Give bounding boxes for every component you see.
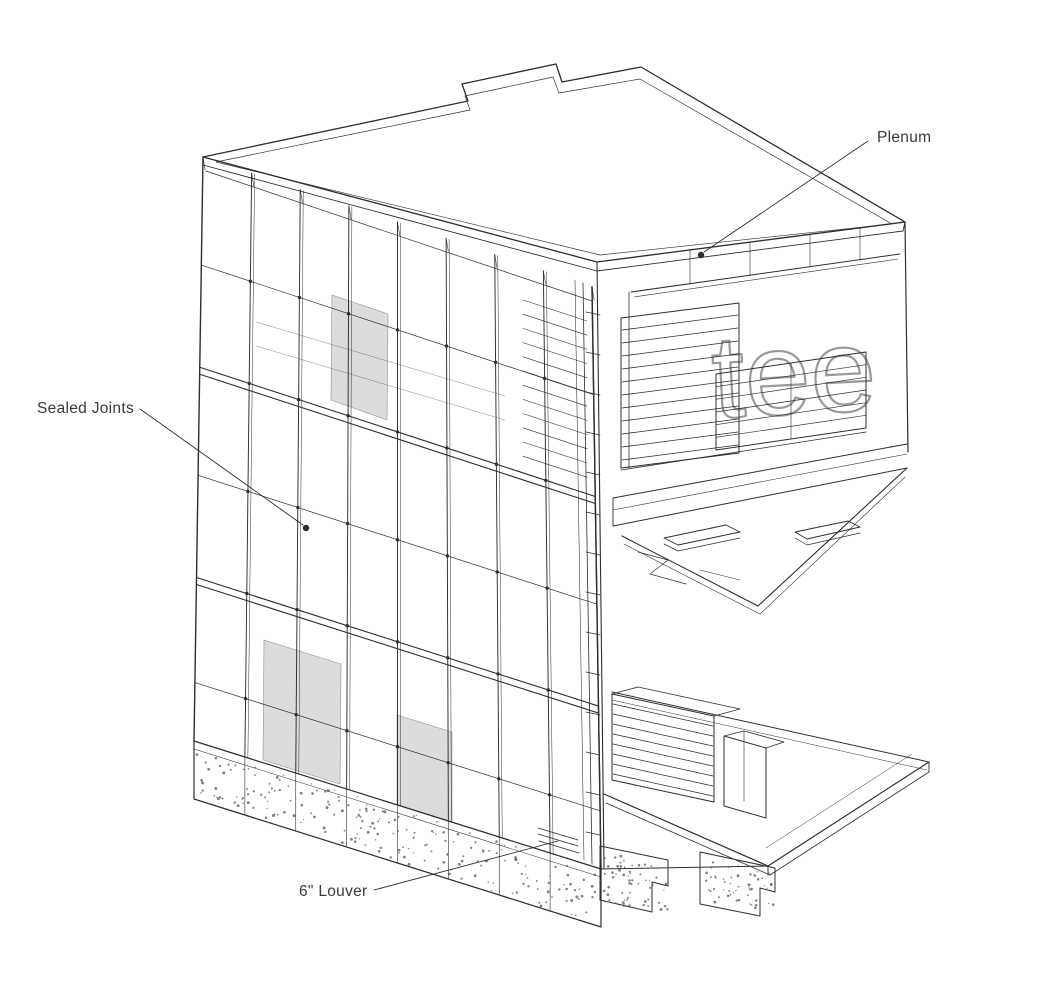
label-louver: 6" Louver: [299, 883, 368, 900]
plenum-space: [630, 227, 901, 298]
concrete-footing: [699, 851, 776, 917]
double-skin-cavity: [574, 279, 602, 870]
cavity-intake-arrow: [598, 715, 642, 799]
label-sealed-joints: Sealed Joints: [37, 400, 134, 417]
curtain-wall-facade: [193, 156, 602, 870]
louver-slats: [612, 314, 867, 797]
signage-letters: tee: [708, 304, 879, 444]
shade-panel: [396, 714, 453, 823]
cavity-up-arrow: [590, 272, 616, 339]
concrete-footing: [599, 845, 669, 913]
mid-floor-plate: [621, 467, 908, 615]
mullion-grid: [193, 156, 602, 870]
shade-panel: [262, 639, 342, 785]
pallet: [794, 520, 861, 540]
annotations: Plenum Sealed Joints 6" Louver: [37, 129, 931, 900]
louver-leader-line: [373, 840, 559, 891]
plenum-leader-line: [703, 140, 869, 253]
label-plenum: Plenum: [877, 129, 931, 146]
cavity-exhaust-tan-arrow: [588, 645, 619, 700]
pallet: [663, 524, 741, 546]
concrete-stipple: [195, 753, 775, 916]
sealed-joints-target-dot: [302, 524, 310, 532]
sealed-joints-leader-line: [139, 408, 304, 526]
plenum-target-dot: [697, 251, 705, 259]
interior-cutaway: tee: [596, 221, 909, 869]
concrete-base: [193, 740, 775, 928]
ground-floor-plate: [599, 691, 930, 917]
ground-floor-louver-unit: [611, 686, 785, 819]
shade-panel: [330, 294, 389, 421]
plenum-exhaust-arrow: [596, 256, 690, 341]
base-louver-slot: [537, 827, 580, 854]
roof: [202, 63, 906, 272]
